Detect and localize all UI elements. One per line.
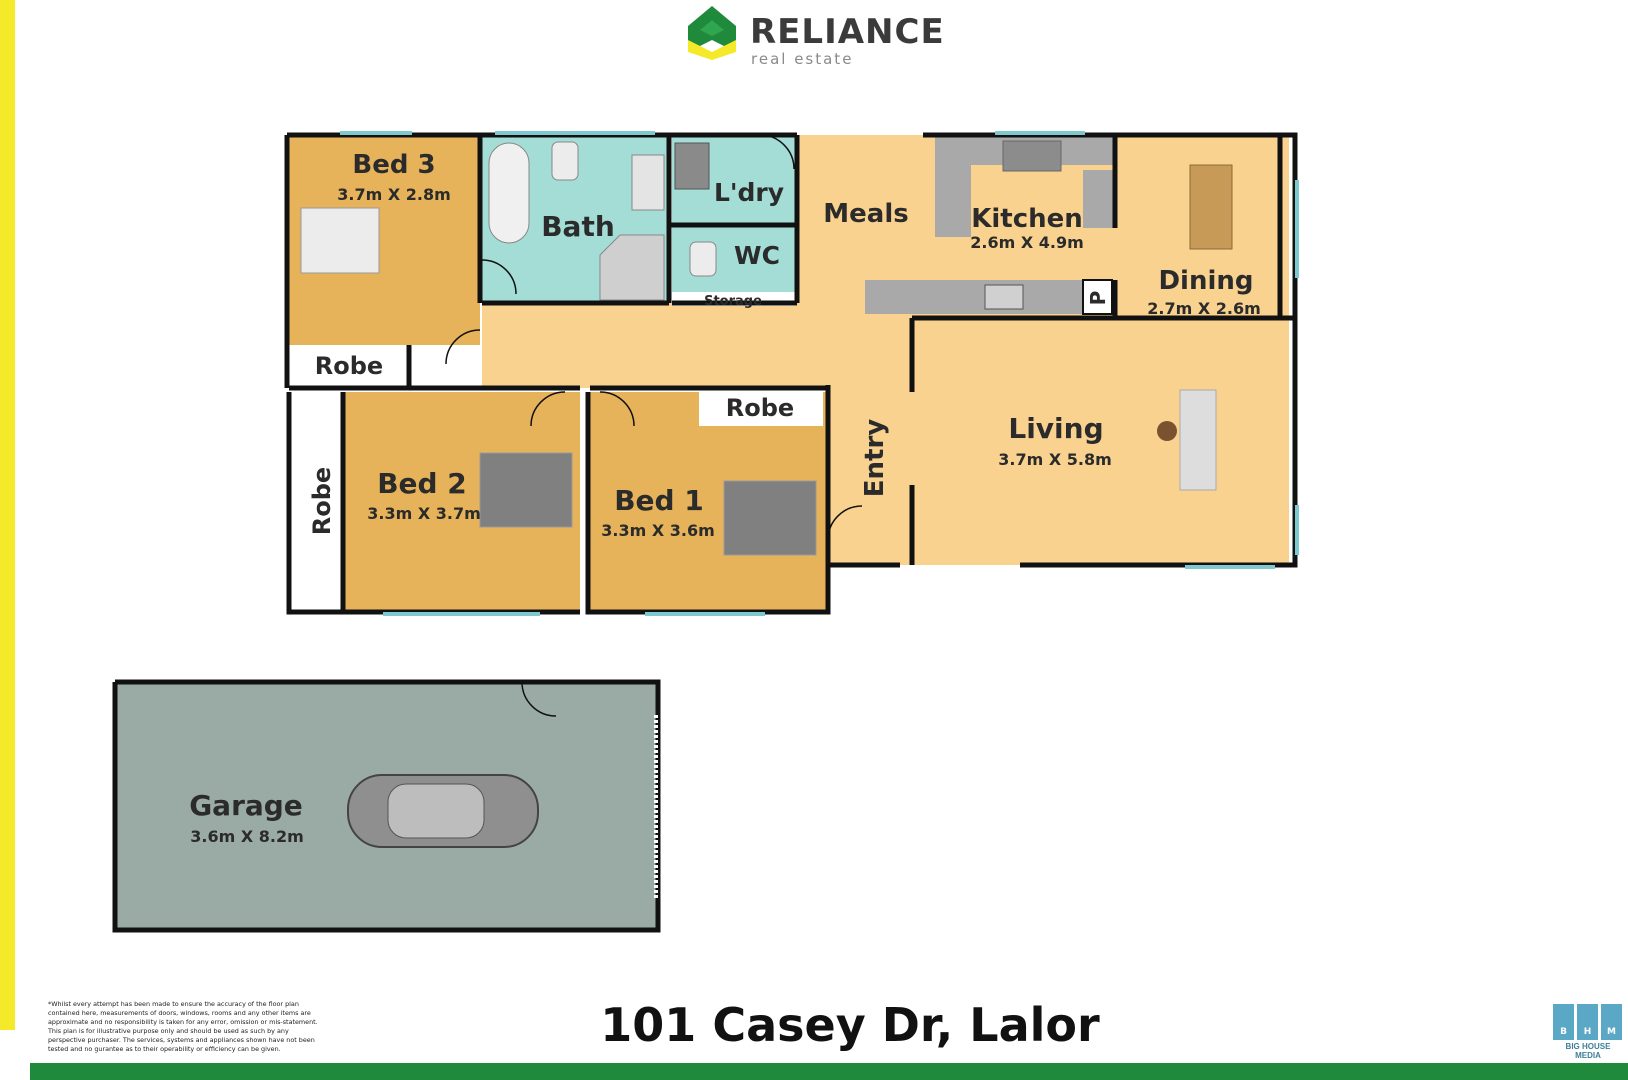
- vanity-icon: [631, 154, 665, 211]
- laundry-tub-icon: [674, 142, 710, 190]
- dining-table-icon: [1189, 164, 1233, 250]
- kitchen-label: Kitchen: [971, 204, 1083, 234]
- bed1-label: Bed 1: [614, 484, 704, 517]
- entry-floor: [828, 388, 912, 565]
- bath-label: Bath: [541, 210, 615, 243]
- shower-icon: [599, 234, 665, 301]
- bed3-label: Bed 3: [352, 150, 435, 180]
- side-table-icon: [1157, 421, 1177, 441]
- robe-bed1-label: Robe: [726, 394, 794, 422]
- meals-label: Meals: [823, 199, 908, 229]
- bed1-bed-icon: [723, 480, 817, 556]
- big-house-media-logo: B H M BIG HOUSE MEDIA: [1553, 1004, 1623, 1060]
- windows: [340, 131, 1299, 616]
- wc-label: WC: [734, 241, 780, 270]
- brand-name: RELIANCE: [750, 12, 945, 52]
- bed2-size: 3.3m X 3.7m: [367, 504, 481, 523]
- toilet-icon: [551, 141, 579, 181]
- bed1-size: 3.3m X 3.6m: [601, 521, 715, 540]
- brand-tagline: real estate: [751, 50, 854, 68]
- door-swings: [445, 134, 863, 717]
- robe-bed3-label: Robe: [315, 352, 383, 380]
- yellow-accent-bar: [0, 0, 15, 1030]
- walls: [112, 132, 1298, 933]
- pantry-box: [1082, 279, 1113, 315]
- reliance-logo: RELIANCE real estate: [688, 6, 948, 68]
- garage-label: Garage: [189, 789, 303, 822]
- property-address: 101 Casey Dr, Lalor: [600, 998, 1100, 1052]
- bhm-letter-b: B: [1553, 1004, 1574, 1040]
- dining-label: Dining: [1158, 266, 1253, 296]
- living-floor: [912, 315, 1289, 565]
- kitchen-island: [865, 280, 1097, 314]
- robe-bed3-area: [291, 345, 409, 387]
- bed2-bed-icon: [479, 452, 573, 528]
- kitchen-sink-icon: [1002, 140, 1062, 172]
- fridge-space: [1083, 170, 1115, 228]
- dining-size: 2.7m X 2.6m: [1147, 299, 1261, 318]
- laundry-label: L'dry: [714, 178, 784, 207]
- green-footer-bar: [30, 1063, 1628, 1080]
- robe-bed1-area: [699, 392, 823, 426]
- sofa-icon: [1179, 389, 1217, 491]
- wc-toilet-icon: [689, 241, 717, 277]
- hallway-floor: [482, 303, 912, 388]
- bhm-letter-m: M: [1601, 1004, 1622, 1040]
- living-label: Living: [1008, 412, 1103, 445]
- bhm-letter-h: H: [1577, 1004, 1598, 1040]
- bhm-name: BIG HOUSE MEDIA: [1565, 1042, 1611, 1060]
- pantry-label: P: [1086, 291, 1110, 306]
- robe-bed2-area: [289, 392, 341, 610]
- kitchen-size: 2.6m X 4.9m: [970, 233, 1084, 252]
- bed2-label: Bed 2: [377, 467, 467, 500]
- bed3-size: 3.7m X 2.8m: [337, 185, 451, 204]
- house-logo-icon: [688, 6, 736, 60]
- cooktop-icon: [984, 284, 1024, 310]
- storage-label: Storage: [704, 294, 762, 309]
- bathtub-icon: [488, 142, 530, 244]
- robe-bed2-label: Robe: [308, 467, 336, 535]
- living-size: 3.7m X 5.8m: [998, 450, 1112, 469]
- car-icon: [347, 774, 539, 848]
- kitchen-bench-left: [935, 137, 971, 237]
- garage-size: 3.6m X 8.2m: [190, 827, 304, 846]
- entry-label: Entry: [860, 419, 890, 498]
- bed3-bed-icon: [300, 207, 380, 274]
- disclaimer-text: *Whilst every attempt has been made to e…: [48, 1000, 318, 1053]
